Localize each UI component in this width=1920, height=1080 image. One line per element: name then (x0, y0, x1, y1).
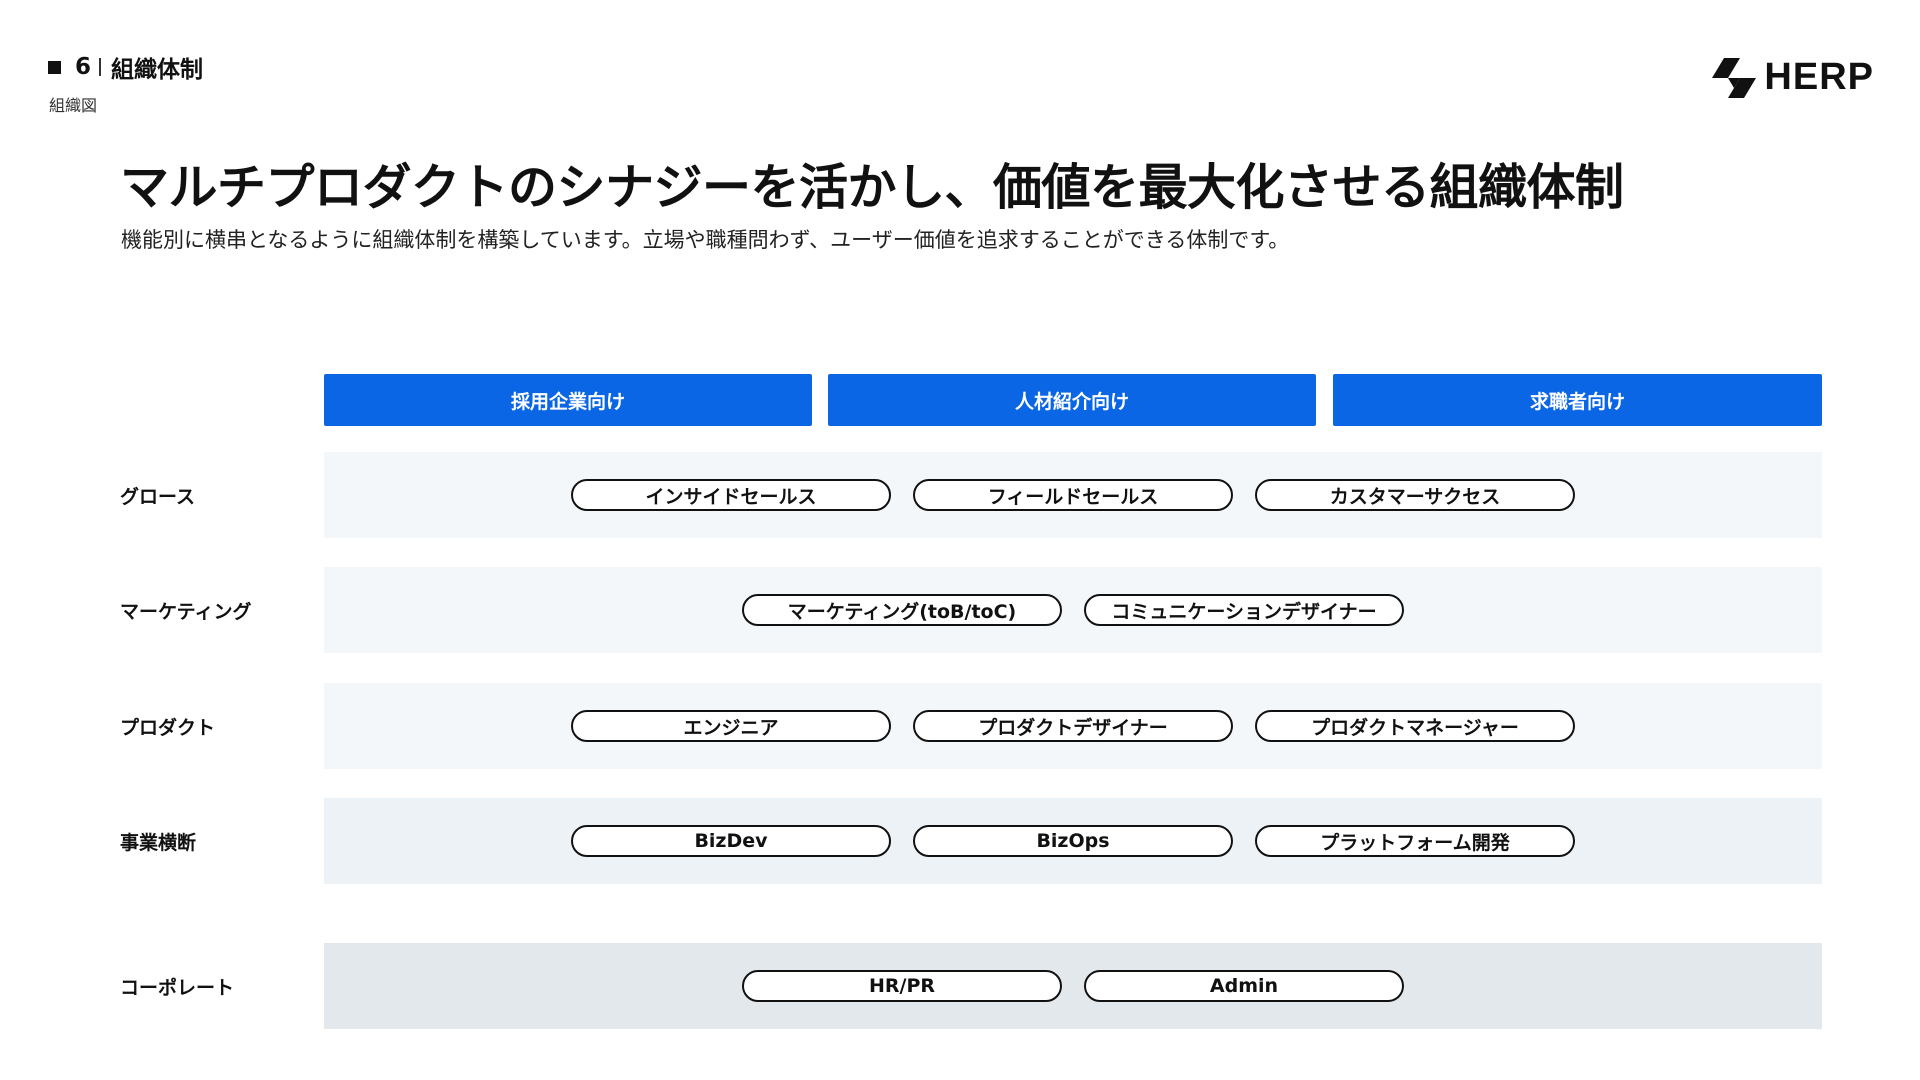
section-label: 6 組織体制 (48, 50, 203, 84)
role-pill: BizOps (913, 825, 1233, 857)
role-pill: エンジニア (571, 710, 891, 742)
herp-logo: HERP (1712, 56, 1874, 99)
section-divider (99, 58, 102, 76)
role-pill: Admin (1084, 970, 1404, 1002)
row-label-product: プロダクト (120, 717, 216, 739)
role-pill: コミュニケーションデザイナー (1084, 594, 1404, 626)
role-pill: プラットフォーム開発 (1255, 825, 1575, 857)
role-pill: プロダクトデザイナー (913, 710, 1233, 742)
square-bullet-icon (48, 60, 61, 74)
row-band-marketing: マーケティング(toB/toC) コミュニケーションデザイナー (324, 567, 1822, 653)
column-header-recruiting-companies: 採用企業向け (324, 374, 812, 426)
row-label-cross-business: 事業横断 (120, 832, 197, 854)
role-pill: フィールドセールス (913, 479, 1233, 511)
row-band-product: エンジニア プロダクトデザイナー プロダクトマネージャー (324, 683, 1822, 769)
page-title: マルチプロダクトのシナジーを活かし、価値を最大化させる組織体制 (120, 159, 1624, 216)
logo-text: HERP (1764, 56, 1874, 98)
section-subtitle: 組織図 (49, 96, 98, 115)
row-band-growth: インサイドセールス フィールドセールス カスタマーサクセス (324, 452, 1822, 538)
page-lead: 機能別に横串となるように組織体制を構築しています。立場や職種問わず、ユーザー価値… (121, 228, 1290, 252)
section-title: 組織体制 (111, 57, 204, 83)
section-number: 6 (75, 54, 92, 80)
row-label-corporate: コーポレート (120, 977, 235, 999)
role-pill: カスタマーサクセス (1255, 479, 1575, 511)
row-label-growth: グロース (120, 486, 196, 508)
row-label-marketing: マーケティング (120, 601, 252, 623)
row-band-corporate: HR/PR Admin (324, 943, 1822, 1029)
role-pill: HR/PR (742, 970, 1062, 1002)
role-pill: マーケティング(toB/toC) (742, 594, 1062, 626)
row-band-cross-business: BizDev BizOps プラットフォーム開発 (324, 798, 1822, 884)
herp-logo-icon (1712, 57, 1757, 98)
column-header-staffing-agencies: 人材紹介向け (828, 374, 1316, 426)
role-pill: プロダクトマネージャー (1255, 710, 1575, 742)
role-pill: BizDev (571, 825, 891, 857)
column-header-job-seekers: 求職者向け (1333, 374, 1822, 426)
role-pill: インサイドセールス (571, 479, 891, 511)
